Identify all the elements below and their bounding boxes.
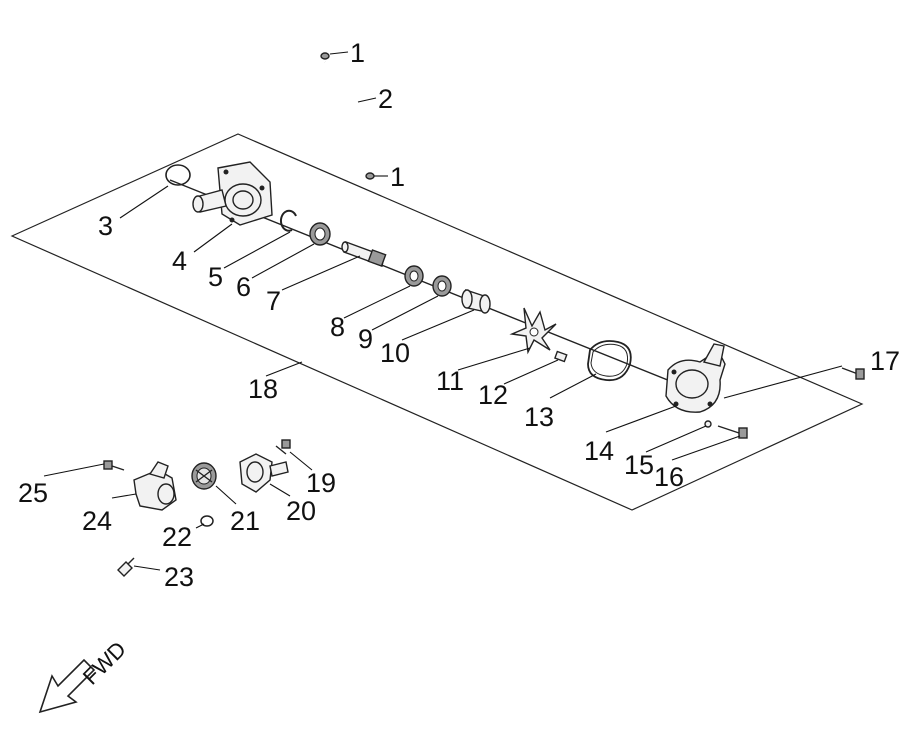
part-impeller [509,307,557,355]
callout-5: 5 [208,262,223,292]
part-o-ring-small [165,164,191,186]
callout-1-bottom: 1 [390,162,405,192]
part-thermostat-cover [239,453,289,493]
part-pump-body [192,161,273,226]
part-gasket [587,340,632,382]
hose-clamp-bottom [365,172,375,180]
part-seal-1 [404,265,424,287]
part-sensor [117,557,135,577]
hose-clamp-top [320,52,330,60]
leader-lines [43,51,843,571]
part-thermostat [191,462,217,490]
callout-20: 20 [286,496,316,526]
forward-direction-arrow: FWD [38,636,131,714]
callout-11: 11 [436,366,464,396]
callout-22: 22 [162,522,192,552]
part-bolt-16 [717,425,748,439]
callout-2: 2 [378,84,393,114]
callout-15: 15 [624,450,654,480]
part-bolt-17 [841,367,865,380]
part-bearing [309,222,331,246]
callout-1-top: 1 [350,38,365,68]
callout-13: 13 [524,402,554,432]
hose-assembly [320,52,375,180]
callout-19: 19 [306,468,336,498]
part-circlip [279,209,297,232]
assembly-plane-outline [10,133,864,511]
callout-4: 4 [172,246,187,276]
fwd-label: FWD [78,636,131,689]
callout-23: 23 [164,562,194,592]
callout-16: 16 [654,462,684,492]
callout-18: 18 [248,374,278,404]
callout-6: 6 [236,272,251,302]
callout-25: 25 [18,478,48,508]
callout-9: 9 [358,324,373,354]
part-shaft [341,241,387,267]
part-mechanical-seal [461,288,491,314]
part-thermostat-housing [133,461,177,511]
callout-21: 21 [230,506,260,536]
part-pump-cover [665,343,726,413]
part-washer [704,420,712,428]
callout-17: 17 [870,346,900,376]
callout-7: 7 [266,286,281,316]
callout-14: 14 [584,436,614,466]
part-dowel-pin [554,350,568,363]
part-bolt-25 [103,460,125,471]
callout-3: 3 [98,211,113,241]
callout-8: 8 [330,312,345,342]
part-bolt-19 [275,439,291,455]
callout-12: 12 [478,380,508,410]
callout-10: 10 [380,338,410,368]
callout-24: 24 [82,506,112,536]
part-seal-2 [432,275,452,297]
part-o-ring-22 [200,515,214,527]
